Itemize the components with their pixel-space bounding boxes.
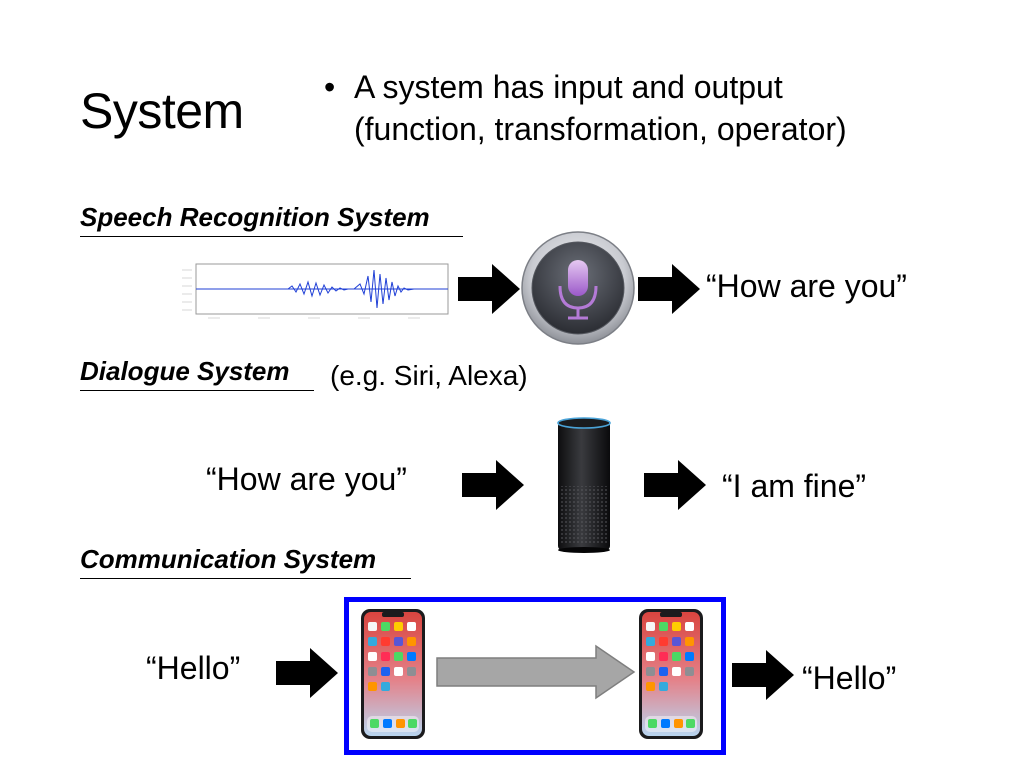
gray-transfer-arrow <box>436 644 636 700</box>
speech-recognition-output: “How are you” <box>706 268 907 304</box>
speech-recognition-underline <box>80 236 463 237</box>
waveform-plot <box>178 262 454 322</box>
smartphone-receiver-icon <box>638 608 704 740</box>
smartphone-sender-icon <box>360 608 426 740</box>
dialogue-heading: Dialogue System <box>80 356 290 386</box>
dialogue-output: “I am fine” <box>722 468 867 504</box>
dialogue-underline <box>80 390 314 391</box>
arrow-waveform-to-siri <box>458 264 520 314</box>
bullet-text: A system has input and output (function,… <box>354 66 994 150</box>
speech-recognition-heading: Speech Recognition System <box>80 202 430 232</box>
communication-channel-box <box>344 597 726 755</box>
slide-title: System <box>80 83 244 139</box>
bullet-point: • A system has input and output (functio… <box>324 66 984 156</box>
bullet-line-1: A system has input and output <box>354 69 783 105</box>
communication-output: “Hello” <box>802 660 897 696</box>
arrow-echo-to-text <box>644 460 706 510</box>
communication-underline <box>80 578 411 579</box>
bullet-dot: • <box>324 69 336 105</box>
arrow-phone-to-hello <box>732 650 794 700</box>
arrow-text-to-echo <box>462 460 524 510</box>
dialogue-examples: (e.g. Siri, Alexa) <box>330 360 528 391</box>
arrow-hello-to-phone <box>276 648 338 698</box>
communication-input: “Hello” <box>146 650 241 686</box>
dialogue-input: “How are you” <box>206 461 407 497</box>
communication-heading: Communication System <box>80 544 377 574</box>
bullet-line-2: (function, transformation, operator) <box>354 111 847 147</box>
amazon-echo-speaker-icon <box>556 416 612 554</box>
arrow-siri-to-text <box>638 264 700 314</box>
siri-microphone-icon <box>520 230 636 346</box>
